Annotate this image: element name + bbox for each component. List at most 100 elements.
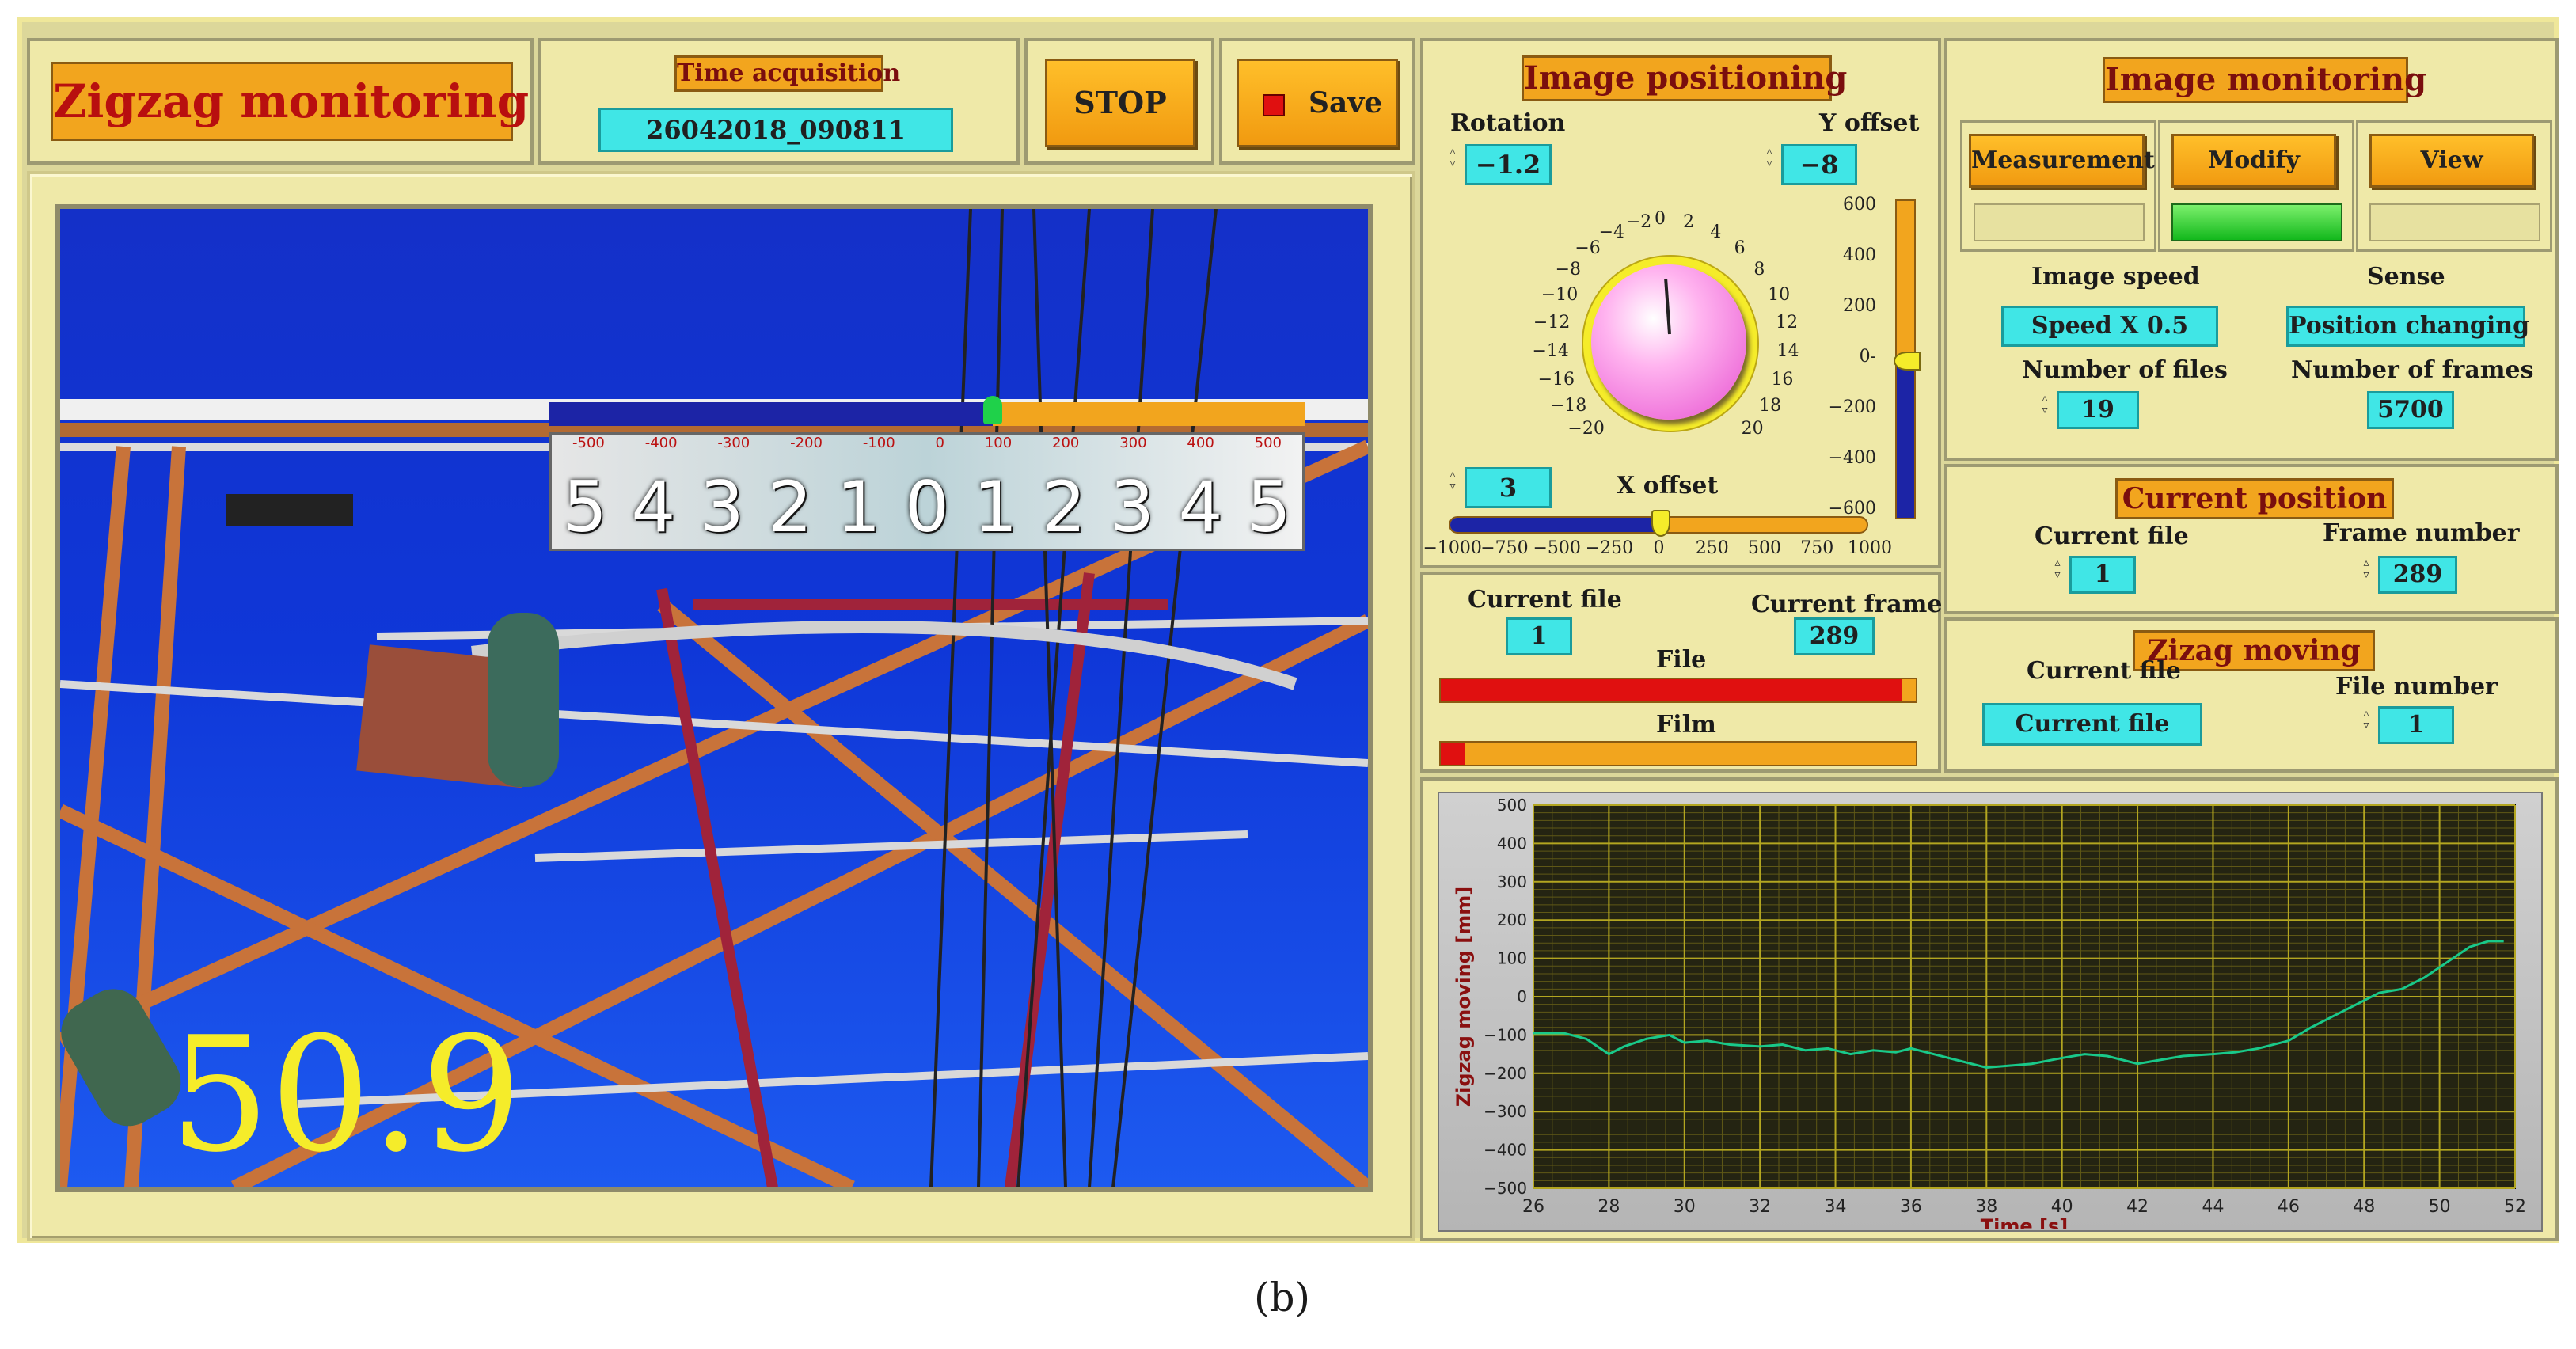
- save-button[interactable]: Save: [1237, 59, 1398, 147]
- knob-tick-label: 10: [1768, 284, 1791, 305]
- ruler-tick: -500: [572, 435, 605, 451]
- sense-label: Sense: [2367, 263, 2445, 291]
- knob-tick-label: 4: [1710, 222, 1722, 242]
- knob-tick-label: −2: [1625, 212, 1652, 233]
- number-of-frames-value: 5700: [2367, 391, 2454, 429]
- detection-track: [549, 396, 1305, 426]
- figure-caption: (b): [1254, 1275, 1311, 1320]
- y-offset-slider[interactable]: [1894, 200, 1921, 519]
- ruler-digit: 3: [699, 466, 744, 548]
- frame-number-label: Frame number: [2323, 519, 2520, 547]
- number-of-files-stepper[interactable]: ▵▿: [2042, 392, 2048, 416]
- frame-number-value[interactable]: 289: [2378, 556, 2457, 594]
- y-scale-label: 400: [1843, 245, 1876, 265]
- ruler-tick: -400: [644, 435, 678, 451]
- file-number-value[interactable]: 1: [2378, 706, 2454, 744]
- y-tick-label: 300: [1497, 872, 1527, 891]
- ruler-tick: 200: [1052, 435, 1080, 451]
- current-position-file-label: Current file: [2035, 522, 2189, 550]
- x-offset-slider-thumb[interactable]: [1651, 510, 1670, 537]
- view-indicator: [2369, 203, 2540, 241]
- title-cell: Zigzag monitoring: [27, 38, 534, 165]
- x-tick-label: 40: [2051, 1197, 2073, 1217]
- reference-ruler: -500 -400 -300 -200 -100 0 100 200 300 4…: [549, 432, 1305, 551]
- ruler-digit: 0: [904, 466, 949, 548]
- image-speed-value[interactable]: Speed X 0.5: [2001, 306, 2218, 347]
- x-scale-label: −250: [1585, 538, 1634, 558]
- zigzag-current-file-label: Current file: [2027, 657, 2181, 685]
- rotation-stepper[interactable]: ▵▿: [1449, 145, 1456, 169]
- x-tick-label: 50: [2429, 1197, 2451, 1217]
- app-title: Zigzag monitoring: [51, 62, 529, 141]
- x-tick-label: 46: [2278, 1197, 2300, 1217]
- video-overlay-value: 50.9: [169, 1003, 522, 1188]
- y-offset-input[interactable]: −8: [1781, 144, 1857, 185]
- measurement-button[interactable]: Measurement: [1969, 134, 2155, 188]
- y-tick-label: −400: [1484, 1141, 1527, 1160]
- current-position-file-stepper[interactable]: ▵▿: [2054, 557, 2061, 581]
- zigzag-trace: [1533, 940, 2504, 1070]
- number-of-files-value[interactable]: 19: [2057, 391, 2139, 429]
- camera-frame-image: [60, 209, 1368, 1188]
- playback-current-file-value: 1: [1506, 618, 1572, 656]
- frame-number-stepper[interactable]: ▵▿: [2363, 557, 2369, 581]
- detection-track-fill: [993, 402, 1305, 426]
- number-of-files-label: Number of files: [2022, 356, 2228, 384]
- x-scale-label: 1000: [1848, 538, 1892, 558]
- x-offset-slider-fill: [1450, 518, 1658, 532]
- modify-button[interactable]: Modify: [2171, 134, 2336, 188]
- y-tick-label: 0: [1517, 987, 1527, 1006]
- x-offset-slider[interactable]: [1449, 510, 1868, 537]
- modify-group: Modify: [2158, 120, 2354, 252]
- ruler-digit: 1: [836, 466, 881, 548]
- x-axis-label: Time [s]: [1981, 1215, 2068, 1229]
- x-offset-input[interactable]: 3: [1465, 467, 1552, 508]
- ruler-tick: 500: [1254, 435, 1282, 451]
- time-acquisition-cell: Time acquisition 26042018_090811: [538, 38, 1020, 165]
- rotation-label: Rotation: [1450, 109, 1566, 137]
- knob-tick-label: 20: [1741, 418, 1764, 439]
- detection-marker-icon: [983, 396, 1002, 424]
- knob-face: [1591, 264, 1746, 420]
- main-window: Zigzag monitoring Time acquisition 26042…: [17, 17, 2559, 1243]
- x-scale-label: −500: [1533, 538, 1581, 558]
- ruler-digit: 5: [563, 466, 607, 548]
- sense-value[interactable]: Position changing: [2286, 306, 2529, 347]
- playback-panel: Current file 1 Current frame 289 File Fi…: [1420, 572, 1942, 773]
- camera-view: -500 -400 -300 -200 -100 0 100 200 300 4…: [55, 204, 1373, 1192]
- y-tick-label: 400: [1497, 834, 1527, 853]
- ruler-digits: 5 4 3 2 1 0 1 2 3 4 5: [552, 468, 1302, 547]
- ruler-tick: 300: [1119, 435, 1147, 451]
- current-position-file-value[interactable]: 1: [2069, 556, 2136, 594]
- rotation-input[interactable]: −1.2: [1465, 144, 1552, 185]
- y-offset-stepper[interactable]: ▵▿: [1766, 145, 1772, 169]
- view-button[interactable]: View: [2369, 134, 2534, 188]
- image-positioning-panel: Image positioning Rotation ▵▿ −1.2 Y off…: [1420, 38, 1941, 568]
- x-tick-label: 42: [2126, 1197, 2149, 1217]
- x-offset-label: X offset: [1617, 472, 1719, 500]
- view-group: View: [2356, 120, 2552, 252]
- y-tick-label: −100: [1484, 1025, 1527, 1044]
- zigzag-moving-title: Zizag moving: [2133, 630, 2375, 671]
- y-offset-slider-thumb[interactable]: [1894, 352, 1921, 370]
- file-number-stepper[interactable]: ▵▿: [2363, 707, 2369, 732]
- stop-button[interactable]: STOP: [1045, 59, 1195, 147]
- ruler-digit: 4: [631, 466, 676, 548]
- zigzag-current-file-value[interactable]: Current file: [1982, 703, 2202, 746]
- y-tick-label: 200: [1497, 910, 1527, 929]
- knob-tick-label: −14: [1532, 341, 1569, 362]
- knob-tick-label: 6: [1734, 238, 1746, 259]
- save-cell: Save: [1219, 38, 1415, 165]
- video-panel: -500 -400 -300 -200 -100 0 100 200 300 4…: [27, 171, 1415, 1241]
- film-progress-fill: [1441, 743, 1465, 765]
- playback-current-frame-value: 289: [1794, 618, 1875, 656]
- time-acquisition-label: Time acquisition: [674, 55, 900, 92]
- x-tick-label: 34: [1825, 1197, 1847, 1217]
- knob-tick-label: 2: [1683, 212, 1695, 233]
- time-acquisition-value: 26042018_090811: [598, 108, 953, 152]
- file-progress-bar: [1439, 678, 1917, 703]
- ruler-tick: -200: [790, 435, 823, 451]
- x-offset-stepper[interactable]: ▵▿: [1449, 468, 1456, 492]
